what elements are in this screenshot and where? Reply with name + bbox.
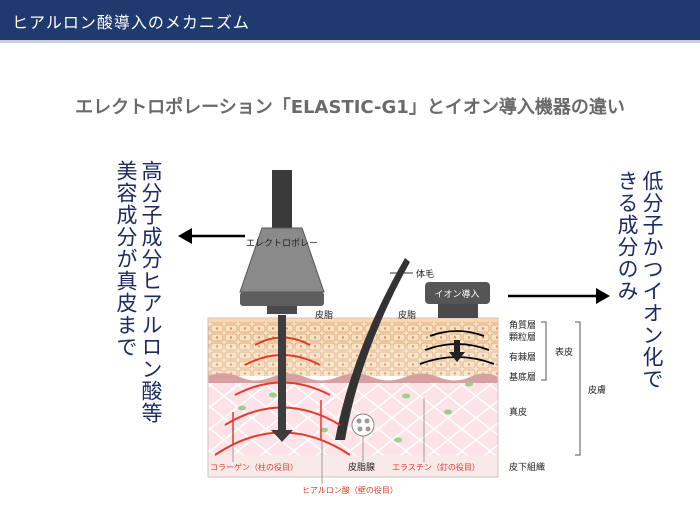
label-spinous: 有棘層 <box>509 351 536 363</box>
label-basal: 基底層 <box>509 371 536 383</box>
label-granular: 顆粒層 <box>509 331 536 343</box>
label-sebum-2: 皮脂 <box>398 309 416 321</box>
header-bar: ヒアルロン酸導入のメカニズム <box>0 0 700 43</box>
left-note: 高分子成分ヒアルロン酸等 美容成分が真皮まで <box>113 160 163 424</box>
device-handle <box>272 170 292 228</box>
left-note-line-1: 高分子成分ヒアルロン酸等 <box>139 160 163 424</box>
elastin-dots <box>238 381 473 443</box>
collagen-marks <box>232 400 322 445</box>
label-hair: 体毛 <box>416 268 434 280</box>
injection-arrow-head <box>271 430 293 442</box>
label-skin: 皮膚 <box>588 384 606 396</box>
label-elastin: エラスチン（釘の役目） <box>392 462 480 472</box>
device-head <box>240 292 324 306</box>
injection-arrow-shaft <box>278 315 286 435</box>
right-note-line-1: 低分子かつイオン化で <box>640 170 664 390</box>
layer-brackets <box>541 321 581 456</box>
device-left-label: エレクトロポレー <box>246 238 318 249</box>
ion-device-body <box>425 282 490 304</box>
right-arrow <box>508 288 610 304</box>
label-epidermis: 表皮 <box>555 346 573 358</box>
hair-shaft <box>335 258 410 440</box>
slide-title: ヒアルロン酸導入のメカニズム <box>12 13 250 32</box>
sebaceous-gland <box>351 413 375 437</box>
label-sebaceous-gland: 皮脂腺 <box>348 461 375 473</box>
left-arrow <box>178 228 245 244</box>
skin-layers <box>207 317 499 478</box>
label-collagen: コラーゲン（柱の役目） <box>210 462 298 472</box>
electroporation-device: エレクトロポレー <box>239 170 325 442</box>
left-note-line-2: 美容成分が真皮まで <box>114 160 138 358</box>
stratum-layer <box>208 322 498 346</box>
label-dermis: 真皮 <box>509 406 527 418</box>
right-note-line-2: きる成分のみ <box>615 170 639 302</box>
label-sebum-1: 皮脂 <box>315 309 333 321</box>
comparison-subtitle: エレクトロポレーション「ELASTIC-G1」とイオン導入機器の違い <box>75 97 625 118</box>
label-stratum-corneum: 角質層 <box>509 319 536 331</box>
subcutis-layer <box>208 455 498 477</box>
device-body <box>239 227 325 293</box>
spinous-layer <box>208 346 498 376</box>
label-subcutis: 皮下組織 <box>509 461 545 473</box>
label-hyaluronic: ヒアルロン酸（壁の役目） <box>302 485 398 495</box>
ion-device: イオン導入 <box>425 282 490 362</box>
device-right-label: イオン導入 <box>434 288 479 300</box>
right-note: 低分子かつイオン化で きる成分のみ <box>614 170 664 390</box>
